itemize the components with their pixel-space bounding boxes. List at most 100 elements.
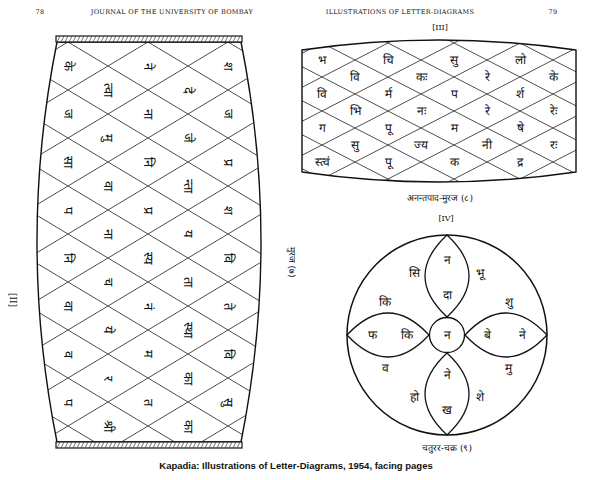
rim-hatch <box>197 36 200 42</box>
rim-hatch <box>233 442 236 448</box>
letter: भू <box>476 267 484 279</box>
lattice-line <box>0 0 593 450</box>
lattice-line <box>25 0 593 230</box>
rim-hatch <box>233 36 236 42</box>
lattice-line <box>91 0 593 480</box>
rim-hatch <box>169 36 172 42</box>
figure-number: [II] <box>8 293 17 307</box>
lattice-line <box>256 0 593 111</box>
lattice-line <box>124 0 593 179</box>
lattice-line <box>0 0 593 378</box>
lattice-line <box>0 0 228 480</box>
rim-hatch <box>77 442 80 448</box>
rim-hatch <box>97 36 100 42</box>
rim-hatch <box>217 442 220 448</box>
lattice-line <box>0 0 593 450</box>
letter: य <box>182 230 195 238</box>
lattice-line <box>0 0 348 210</box>
letter: क <box>450 156 459 168</box>
rim-hatch <box>197 442 200 448</box>
petal-outline <box>465 313 547 357</box>
rim-hatch <box>121 36 124 42</box>
rim-hatch <box>85 442 88 448</box>
lattice-line <box>0 0 593 258</box>
figure-caption: Kapadia: Illustrations of Letter-Diagram… <box>159 461 432 471</box>
letter: द्र <box>517 156 523 168</box>
petal-outline <box>425 353 469 435</box>
shape-outline <box>425 235 469 317</box>
rim-hatch <box>85 36 88 42</box>
letter: स्य <box>142 252 155 265</box>
letter: त्वा <box>102 83 115 97</box>
lattice-line <box>289 0 593 94</box>
lattice-line <box>0 0 593 417</box>
rim-hatch <box>69 442 72 448</box>
rim-hatch <box>205 442 208 448</box>
rim-hatch <box>153 36 156 42</box>
lattice-line <box>0 0 520 145</box>
letter: दा <box>443 289 452 301</box>
letter: लो <box>515 54 526 66</box>
letter: रः <box>550 139 557 151</box>
petal-outline <box>425 235 469 317</box>
petal-outline <box>347 313 429 357</box>
letter: नि <box>142 157 155 167</box>
letter: नं <box>142 303 155 310</box>
rim-hatch <box>101 442 104 448</box>
lattice-line <box>0 0 593 196</box>
rim-hatch <box>177 442 180 448</box>
letter: ख <box>442 404 452 416</box>
rim-hatch <box>181 36 184 42</box>
lattice-line <box>0 0 593 434</box>
letter: व <box>62 351 75 358</box>
letter: का <box>182 372 195 385</box>
letter: स्था <box>182 322 195 338</box>
figure-number: [III] <box>432 24 448 32</box>
lattice-line <box>91 0 593 196</box>
letter: ना <box>102 229 115 239</box>
rim-hatch <box>225 36 228 42</box>
rim-hatch <box>137 36 140 42</box>
rim-hatch <box>185 442 188 448</box>
letter: फ <box>368 329 377 341</box>
rim-hatch <box>61 442 64 448</box>
rim-hatch <box>109 442 112 448</box>
rim-hatch <box>225 442 228 448</box>
letter: मु <box>102 134 115 142</box>
petal: फकि <box>347 313 429 357</box>
rim-hatch <box>141 442 144 448</box>
rim-hatch <box>117 442 120 448</box>
rim-hatch <box>89 442 92 448</box>
rim-hatch <box>105 442 108 448</box>
rim-hatch <box>57 442 60 448</box>
letter: सा <box>62 156 75 168</box>
figure-caption: चतुरर-चक्र (९) <box>422 444 472 453</box>
rim-hatch <box>217 36 220 42</box>
petal: नदा <box>425 235 469 317</box>
letter: नि <box>62 253 75 263</box>
rim-hatch <box>169 442 172 448</box>
lattice-line <box>28 0 593 114</box>
lattice-line <box>223 0 593 128</box>
rim-hatch <box>137 442 140 448</box>
rim-hatch <box>237 442 240 448</box>
lattice-line <box>0 0 593 383</box>
rim-hatch <box>65 36 68 42</box>
letter: न <box>444 329 451 341</box>
letter: भि <box>350 105 361 117</box>
letter: भ <box>318 54 326 66</box>
lattice-line <box>0 0 593 230</box>
